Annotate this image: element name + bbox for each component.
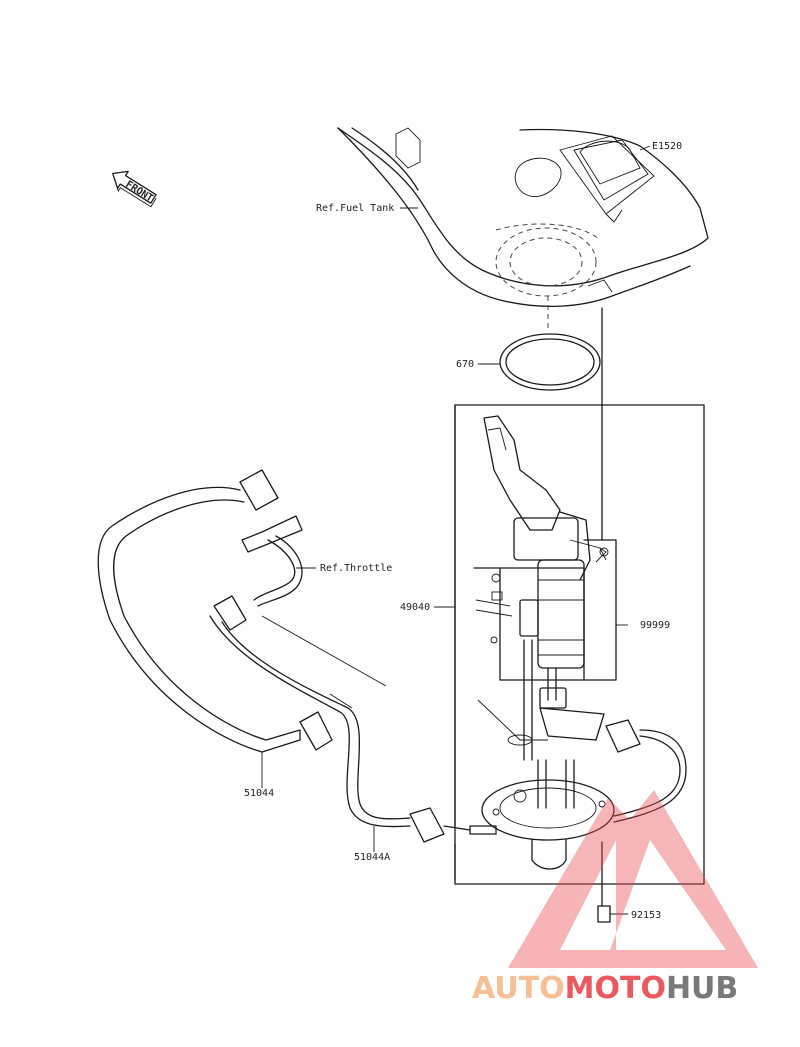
callout-throttle: Ref.Throttle [320, 563, 392, 574]
callout-49040: 49040 [400, 602, 430, 613]
pump-flange-plate [469, 759, 615, 870]
callout-fuel-tank: Ref.Fuel Tank [316, 203, 394, 214]
fuel-tank-drawing [337, 127, 709, 328]
fuel-pump-drawing [483, 415, 607, 761]
callout-51044: 51044 [244, 788, 274, 799]
automotohub-watermark: AUTOMOTOHUB [472, 790, 758, 1006]
callout-99999: 99999 [640, 620, 670, 631]
watermark-part2: MOTO [565, 971, 666, 1006]
fuel-hose-51044 [97, 469, 333, 753]
front-arrow-icon: FRONT [112, 170, 157, 208]
watermark-part3: HUB [666, 971, 738, 1006]
diagram-code-label: E1520 [652, 141, 682, 152]
callout-92153: 92153 [631, 910, 661, 921]
callout-670: 670 [456, 359, 474, 370]
watermark-part1: AUTO [472, 971, 565, 1006]
callout-51044a: 51044A [354, 852, 390, 863]
svg-text:AUTOMOTOHUB: AUTOMOTOHUB [472, 971, 738, 1006]
fuel-hose-51044a [209, 595, 471, 843]
watermark-triangle-icon [508, 790, 758, 968]
front-label: FRONT [123, 179, 154, 204]
gasket-ring [499, 333, 601, 391]
throttle-fitting [241, 515, 303, 607]
